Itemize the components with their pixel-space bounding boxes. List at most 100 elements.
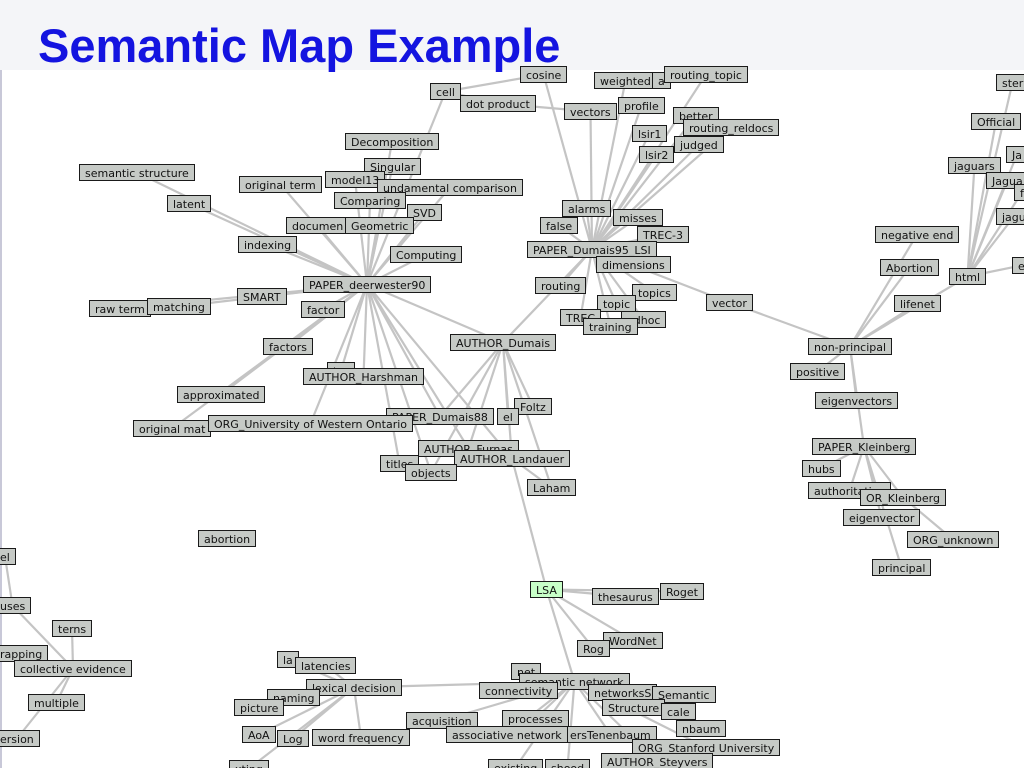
node-lifenet[interactable]: lifenet bbox=[894, 295, 941, 312]
node-objects[interactable]: objects bbox=[405, 464, 457, 481]
node-author-dumais[interactable]: AUTHOR_Dumais bbox=[450, 334, 557, 351]
node-indexing[interactable]: indexing bbox=[238, 236, 298, 253]
node-approximated[interactable]: approximated bbox=[177, 386, 266, 403]
node-e1[interactable]: e bbox=[1012, 257, 1024, 274]
node-singular[interactable]: Singular bbox=[364, 158, 422, 175]
node-computing[interactable]: Computing bbox=[390, 246, 463, 263]
node-terns[interactable]: terns bbox=[52, 620, 93, 637]
node-abortion-cap[interactable]: Abortion bbox=[880, 259, 939, 276]
node-judged[interactable]: judged bbox=[674, 136, 724, 153]
node-eigenvectors[interactable]: eigenvectors bbox=[815, 392, 899, 409]
node-smart[interactable]: SMART bbox=[237, 288, 287, 305]
node-routing[interactable]: routing bbox=[535, 277, 587, 294]
node-cosine[interactable]: cosine bbox=[520, 66, 568, 83]
node-thesaurus[interactable]: thesaurus bbox=[592, 588, 659, 605]
node-routing-reldocs[interactable]: routing_reldocs bbox=[683, 119, 780, 136]
node-decomposition[interactable]: Decomposition bbox=[345, 133, 440, 150]
node-lexical-decision[interactable]: lexical decision bbox=[306, 679, 402, 696]
node-factors[interactable]: factors bbox=[263, 338, 313, 355]
node-f1[interactable]: f bbox=[1014, 184, 1024, 201]
node-log[interactable]: Log bbox=[277, 730, 309, 747]
node-misses[interactable]: misses bbox=[613, 209, 663, 226]
node-semantic-structure[interactable]: semantic structure bbox=[79, 164, 195, 181]
node-collective-evidence[interactable]: collective evidence bbox=[14, 660, 132, 677]
node-lsir2[interactable]: lsir2 bbox=[639, 146, 675, 163]
node-comparing[interactable]: Comparing bbox=[334, 192, 407, 209]
node-vectors[interactable]: vectors bbox=[564, 103, 617, 120]
node-alarms[interactable]: alarms bbox=[562, 200, 612, 217]
node-profile[interactable]: profile bbox=[618, 97, 665, 114]
node-el-left[interactable]: el bbox=[0, 548, 16, 565]
node-raw-term[interactable]: raw term bbox=[89, 300, 151, 317]
node-svd[interactable]: SVD bbox=[407, 204, 442, 221]
node-naming[interactable]: naming bbox=[267, 689, 321, 706]
node-org-uwo[interactable]: ORG_University of Western Ontario bbox=[208, 415, 414, 432]
node-acquisition[interactable]: acquisition bbox=[406, 712, 478, 729]
node-multiple[interactable]: multiple bbox=[28, 694, 85, 711]
node-paper-deerwester[interactable]: PAPER_deerwester90 bbox=[303, 276, 432, 293]
node-author-kleinberg[interactable]: OR_Kleinberg bbox=[860, 489, 946, 506]
node-lsir1[interactable]: lsir1 bbox=[632, 125, 668, 142]
node-author-harshman[interactable]: AUTHOR_Harshman bbox=[303, 368, 425, 385]
node-word-frequency[interactable]: word frequency bbox=[312, 729, 410, 746]
node-version[interactable]: ersion bbox=[0, 730, 40, 747]
node-sten[interactable]: ster bbox=[996, 74, 1024, 91]
node-training[interactable]: training bbox=[583, 318, 638, 335]
node-original-term[interactable]: original term bbox=[239, 176, 322, 193]
node-lsa[interactable]: LSA bbox=[530, 581, 563, 598]
node-hubs[interactable]: hubs bbox=[802, 460, 841, 477]
node-picture[interactable]: picture bbox=[234, 699, 285, 716]
node-latencies[interactable]: latencies bbox=[295, 657, 357, 674]
node-factor[interactable]: factor bbox=[301, 301, 346, 318]
node-vector[interactable]: vector bbox=[706, 294, 753, 311]
node-foltz[interactable]: Foltz bbox=[514, 398, 552, 415]
node-ja1[interactable]: Ja bbox=[1006, 146, 1024, 163]
node-ellipse[interactable]: el bbox=[497, 408, 519, 425]
node-shood[interactable]: shood bbox=[545, 759, 591, 768]
node-org-unknown[interactable]: ORG_unknown bbox=[907, 531, 1000, 548]
node-weighted[interactable]: weighted bbox=[594, 72, 657, 89]
node-routing-topic[interactable]: routing_topic bbox=[664, 66, 748, 83]
node-existing[interactable]: existing bbox=[488, 759, 544, 768]
node-paper-dumais95[interactable]: PAPER_Dumais95_LSI bbox=[527, 241, 657, 258]
node-semantic[interactable]: Semantic bbox=[652, 686, 716, 703]
node-latent[interactable]: latent bbox=[167, 195, 212, 212]
node-structure[interactable]: Structure bbox=[602, 699, 666, 716]
node-official[interactable]: Official bbox=[971, 113, 1022, 130]
node-dot-product[interactable]: dot product bbox=[460, 95, 536, 112]
node-xting[interactable]: xting bbox=[229, 760, 269, 768]
node-trec3[interactable]: TREC-3 bbox=[637, 226, 689, 243]
node-abortion[interactable]: abortion bbox=[198, 530, 257, 547]
node-positive[interactable]: positive bbox=[790, 363, 846, 380]
node-wordnet[interactable]: WordNet bbox=[603, 632, 663, 649]
node-dimensions[interactable]: dimensions bbox=[596, 256, 671, 273]
node-processes[interactable]: processes bbox=[502, 710, 569, 727]
node-non-principal[interactable]: non-principal bbox=[808, 338, 893, 355]
node-aoa[interactable]: AoA bbox=[242, 726, 276, 743]
node-jaguars[interactable]: jaguars bbox=[948, 157, 1001, 174]
node-tenenbaum[interactable]: ersTenenbaum bbox=[564, 726, 657, 743]
node-paper-kleinberg[interactable]: PAPER_Kleinberg bbox=[812, 438, 917, 455]
node-nbaum[interactable]: nbaum bbox=[676, 720, 727, 737]
node-scale[interactable]: cale bbox=[661, 703, 696, 720]
node-jagu[interactable]: jagu bbox=[996, 208, 1024, 225]
node-principal[interactable]: principal bbox=[872, 559, 932, 576]
node-trapping[interactable]: rapping bbox=[0, 645, 49, 662]
node-negative-end[interactable]: negative end bbox=[875, 226, 960, 243]
node-roget[interactable]: Roget bbox=[660, 583, 704, 600]
node-cell[interactable]: cell bbox=[430, 83, 461, 100]
node-false[interactable]: false bbox=[540, 217, 579, 234]
node-fundamental-comparison[interactable]: undamental comparison bbox=[377, 179, 523, 196]
node-author-landauer[interactable]: AUTHOR_Landauer bbox=[454, 450, 571, 467]
node-laham[interactable]: Laham bbox=[527, 479, 577, 496]
node-topics[interactable]: topics bbox=[632, 284, 677, 301]
node-connectivity[interactable]: connectivity bbox=[479, 682, 559, 699]
node-uses[interactable]: uses bbox=[0, 597, 32, 614]
node-org-stanford[interactable]: ORG_Stanford University bbox=[632, 739, 781, 756]
node-rog[interactable]: Rog bbox=[577, 640, 610, 657]
node-geometric[interactable]: Geometric bbox=[345, 217, 415, 234]
node-documen[interactable]: documen bbox=[286, 217, 350, 234]
node-matching[interactable]: matching bbox=[147, 298, 211, 315]
node-eigenvector[interactable]: eigenvector bbox=[843, 509, 921, 526]
